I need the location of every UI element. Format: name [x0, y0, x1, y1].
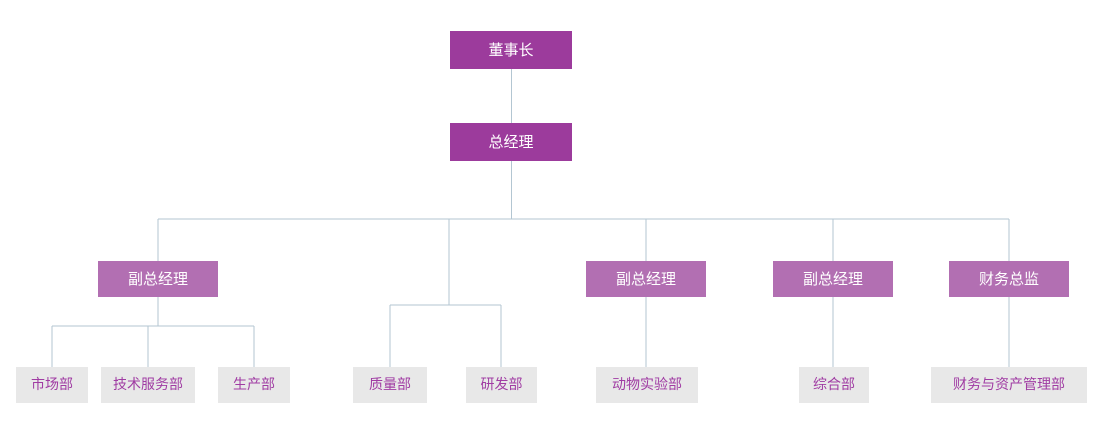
- org-node-finance-director: 财务总监: [949, 261, 1069, 297]
- org-node-rnd-dept: 研发部: [466, 367, 537, 403]
- org-node-animal-lab-dept: 动物实验部: [596, 367, 698, 403]
- org-node-tech-service-dept: 技术服务部: [101, 367, 195, 403]
- org-node-general-manager: 总经理: [450, 123, 572, 161]
- org-node-quality-dept: 质量部: [353, 367, 427, 403]
- org-node-production-dept: 生产部: [218, 367, 290, 403]
- org-node-finance-asset-dept: 财务与资产管理部: [931, 367, 1087, 403]
- org-node-chairman: 董事长: [450, 31, 572, 69]
- org-node-general-affairs-dept: 综合部: [799, 367, 869, 403]
- org-node-marketing-dept: 市场部: [16, 367, 88, 403]
- org-node-deputy-gm-2: 副总经理: [586, 261, 706, 297]
- org-node-deputy-gm-3: 副总经理: [773, 261, 893, 297]
- org-node-deputy-gm-1: 副总经理: [98, 261, 218, 297]
